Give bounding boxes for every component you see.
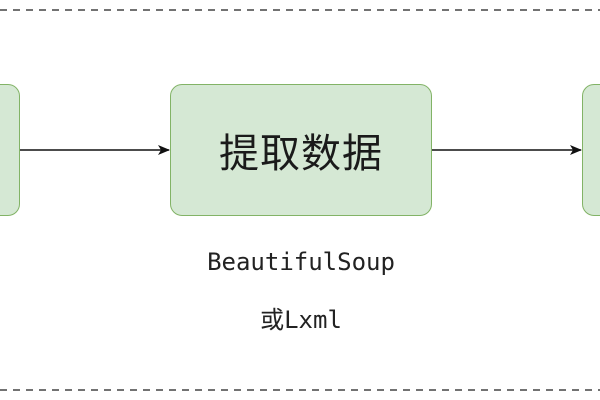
extract-data-label: 提取数据 [219,131,383,177]
extract-data-node: 提取数据 [170,84,432,216]
previous-step-node [0,84,20,216]
next-step-node [582,84,600,216]
tool-caption-lxml: 或Lxml [260,306,342,334]
tool-caption-beautifulsoup: BeautifulSoup [207,248,395,276]
